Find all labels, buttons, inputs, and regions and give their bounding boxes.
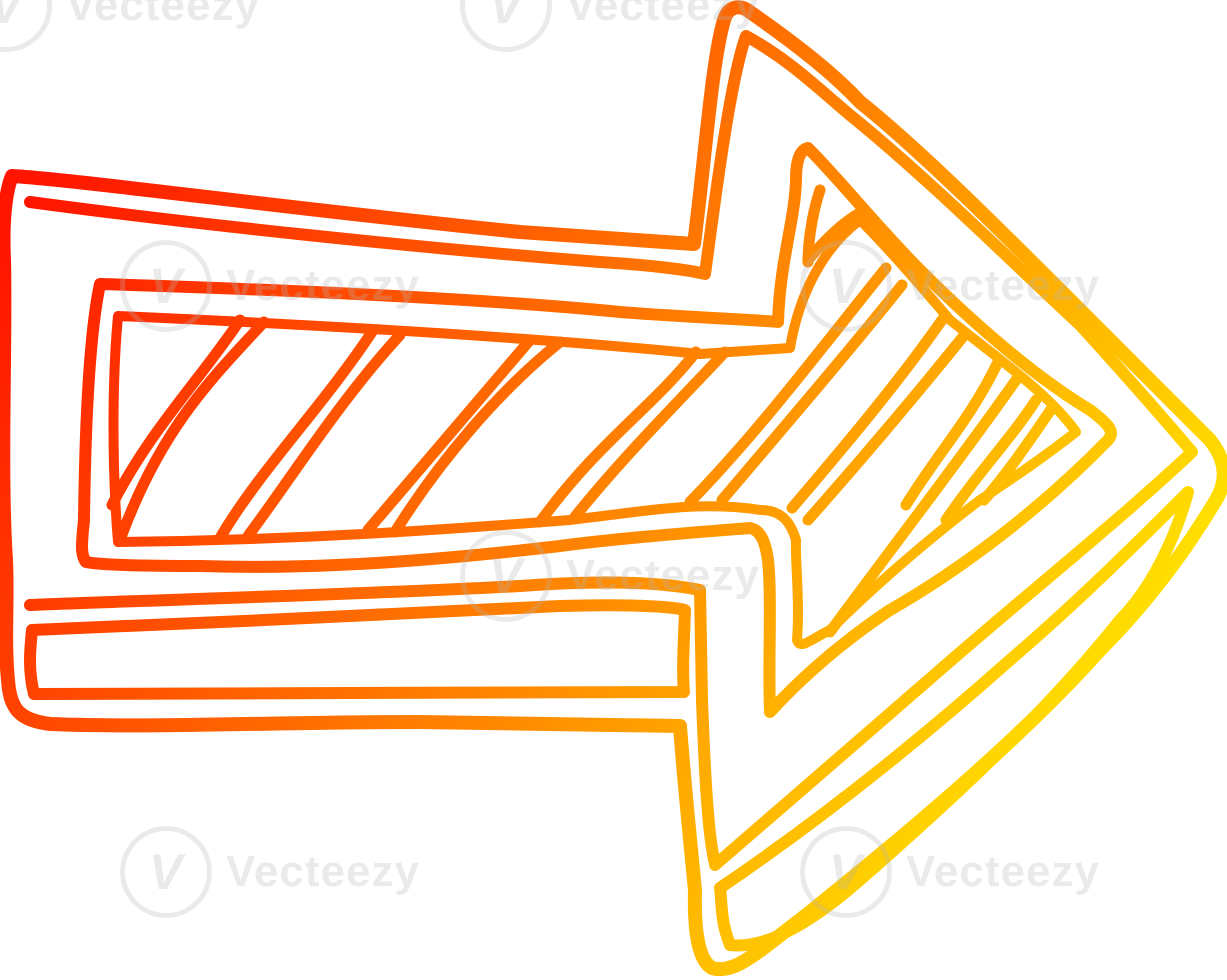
striped-panel-outline bbox=[76, 142, 1117, 718]
hatch-stripe bbox=[242, 329, 406, 542]
hatch-stripe bbox=[978, 402, 1058, 506]
hatch-stripe bbox=[824, 374, 1022, 638]
hatch-stripe bbox=[940, 394, 1042, 526]
hatch-stripe bbox=[534, 346, 702, 528]
arrow-lower-chevron bbox=[714, 486, 1194, 952]
arrow-bottom-band bbox=[24, 576, 720, 866]
hatch-stripe bbox=[362, 334, 536, 536]
hatch-stripe bbox=[389, 336, 566, 538]
hatch-stripe bbox=[802, 332, 968, 526]
striped-panel-inner bbox=[108, 215, 1081, 650]
hatch-stripes bbox=[106, 184, 1058, 638]
hatch-stripe bbox=[900, 356, 1004, 511]
hatch-stripe bbox=[114, 316, 270, 546]
arrow-bottom-band-inner bbox=[24, 599, 691, 700]
hatch-stripe bbox=[684, 262, 892, 508]
hatch-stripe bbox=[106, 314, 246, 511]
hatch-stripe bbox=[802, 184, 826, 268]
hatch-stripe bbox=[786, 314, 948, 514]
hatch-stripe bbox=[214, 326, 378, 544]
hatch-stripe bbox=[568, 346, 731, 524]
hatch-stripe bbox=[716, 279, 908, 506]
arrow-inner-outline bbox=[24, 30, 1198, 871]
